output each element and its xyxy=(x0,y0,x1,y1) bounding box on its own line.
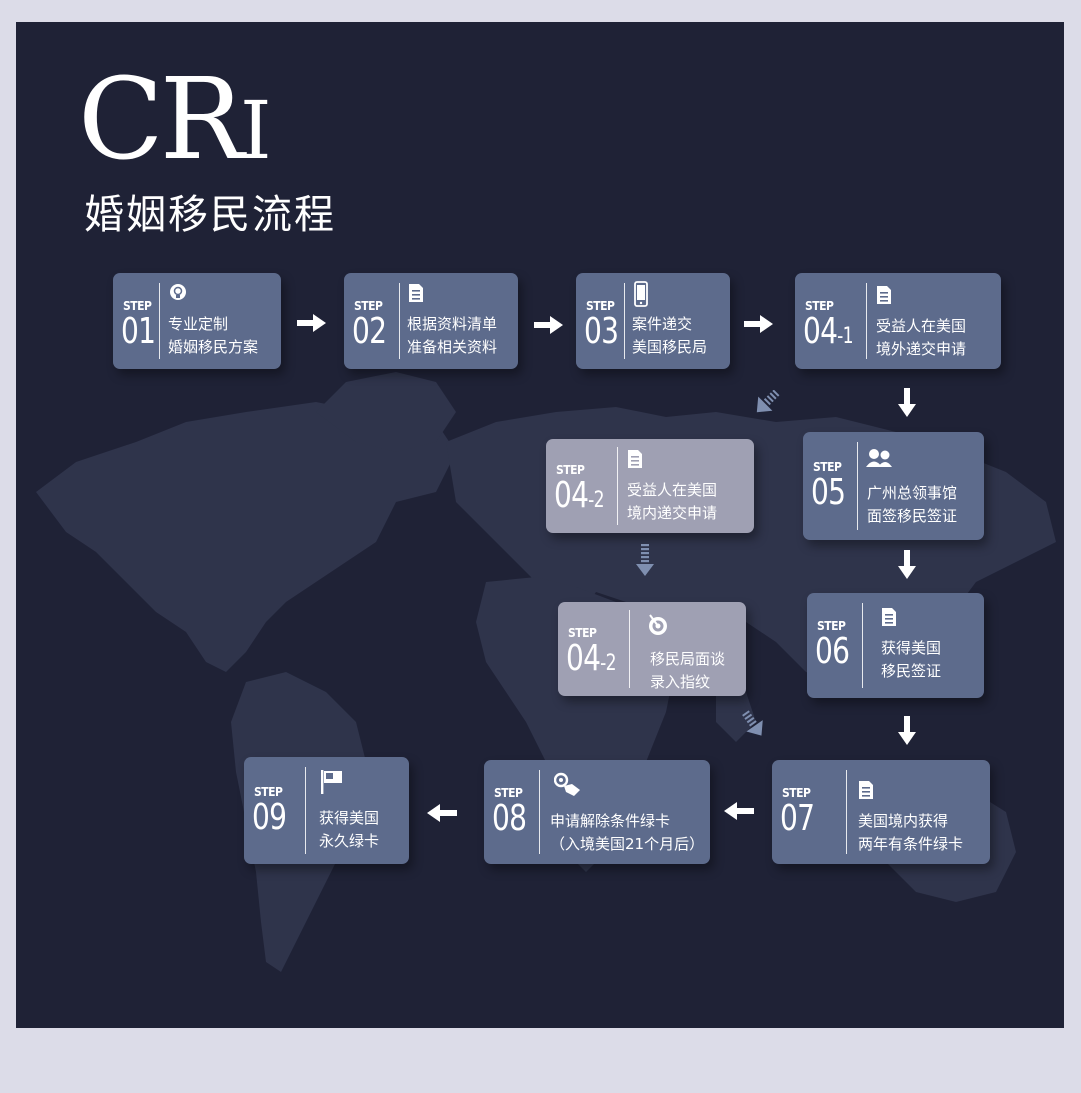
step-number: 08 xyxy=(492,798,527,839)
step-divider xyxy=(159,283,160,359)
step-label: STEP xyxy=(813,460,842,474)
target-icon xyxy=(649,614,667,635)
step-number: 05 xyxy=(811,472,846,513)
step-08-box: STEP 08 申请解除条件绿卡（入境美国21个月后） xyxy=(484,760,710,864)
step-label: STEP xyxy=(123,299,152,313)
step-text: 受益人在美国境内递交申请 xyxy=(627,481,718,522)
step-number: 01 xyxy=(121,311,156,352)
step-text: 美国境内获得两年有条件绿卡 xyxy=(858,812,964,853)
step-number: 02 xyxy=(352,311,387,352)
step-divider xyxy=(862,603,863,688)
arrow-left-icon xyxy=(427,804,457,822)
step-divider xyxy=(305,767,306,854)
step-divider xyxy=(866,283,867,359)
step-text: 案件递交美国移民局 xyxy=(632,315,708,356)
step-divider xyxy=(857,442,858,530)
step-label: STEP xyxy=(782,786,811,800)
arrow-down-icon xyxy=(898,550,916,579)
arrow-right-icon xyxy=(534,316,563,334)
arrow-right-icon xyxy=(744,315,773,333)
step-04-2-submit-box: STEP 04-2 受益人在美国境内递交申请 xyxy=(546,439,754,533)
step-number: 04-1 xyxy=(803,311,854,352)
step-number: 03 xyxy=(584,311,619,352)
step-divider xyxy=(539,770,540,854)
step-text: 获得美国移民签证 xyxy=(881,639,942,680)
step-divider xyxy=(399,283,400,359)
document-icon xyxy=(409,284,423,302)
step-06-box: STEP 06 获得美国移民签证 xyxy=(807,593,984,698)
step-number: 06 xyxy=(815,631,850,672)
step-03-box: STEP 03 案件递交美国移民局 xyxy=(576,273,730,369)
step-label: STEP xyxy=(556,463,585,477)
step-04-1-box: STEP 04-1 受益人在美国境外递交申请 xyxy=(795,273,1001,369)
step-number: 09 xyxy=(252,797,287,838)
step-number: 04-2 xyxy=(566,638,617,679)
step-01-box: STEP 01 专业定制婚姻移民方案 xyxy=(113,273,281,369)
step-divider xyxy=(629,610,630,688)
arrow-down-icon xyxy=(898,388,916,417)
step-09-box: STEP 09 获得美国永久绿卡 xyxy=(244,757,409,864)
phone-icon xyxy=(634,281,648,307)
step-05-box: STEP 05 广州总领事馆面签移民签证 xyxy=(803,432,984,540)
step-divider xyxy=(617,447,618,525)
step-number: 07 xyxy=(780,798,815,839)
step-divider xyxy=(846,770,847,854)
alternate-path-arrow-icon xyxy=(742,710,763,736)
document-icon xyxy=(859,781,873,799)
company-logo: CRI xyxy=(78,55,272,185)
step-text: 移民局面谈录入指纹 xyxy=(650,650,726,691)
handshake-icon xyxy=(554,772,580,796)
step-text: 受益人在美国境外递交申请 xyxy=(876,317,967,358)
step-label: STEP xyxy=(494,786,523,800)
lightbulb-head-icon xyxy=(170,284,186,300)
arrow-left-icon xyxy=(724,802,754,820)
step-text: 广州总领事馆面签移民签证 xyxy=(867,484,958,525)
document-icon xyxy=(877,286,891,304)
diagram-panel: CRI 婚姻移民流程 STEP 01 专业定制婚姻移民方案 STEP 02 根据… xyxy=(16,22,1064,1028)
arrow-down-icon xyxy=(898,716,916,745)
people-icon xyxy=(866,449,892,467)
step-02-box: STEP 02 根据资料清单准备相关资料 xyxy=(344,273,518,369)
step-label: STEP xyxy=(568,626,597,640)
step-label: STEP xyxy=(805,299,834,313)
document-icon xyxy=(882,608,896,626)
alternate-path-arrow-icon xyxy=(636,544,654,576)
flag-icon xyxy=(321,770,342,794)
step-text: 根据资料清单准备相关资料 xyxy=(407,315,498,356)
step-text: 专业定制婚姻移民方案 xyxy=(168,315,259,356)
step-label: STEP xyxy=(586,299,615,313)
step-divider xyxy=(624,283,625,359)
step-07-box: STEP 07 美国境内获得两年有条件绿卡 xyxy=(772,760,990,864)
page-title: 婚姻移民流程 xyxy=(84,192,336,238)
step-number: 04-2 xyxy=(554,475,605,516)
step-text: 申请解除条件绿卡（入境美国21个月后） xyxy=(550,812,705,853)
step-04-2-interview-box: STEP 04-2 移民局面谈录入指纹 xyxy=(558,602,746,696)
arrow-right-icon xyxy=(297,314,326,332)
step-label: STEP xyxy=(817,619,846,633)
alternate-path-arrow-icon xyxy=(756,390,780,413)
step-label: STEP xyxy=(354,299,383,313)
step-label: STEP xyxy=(254,785,283,799)
document-icon xyxy=(628,450,642,468)
step-text: 获得美国永久绿卡 xyxy=(319,809,380,850)
